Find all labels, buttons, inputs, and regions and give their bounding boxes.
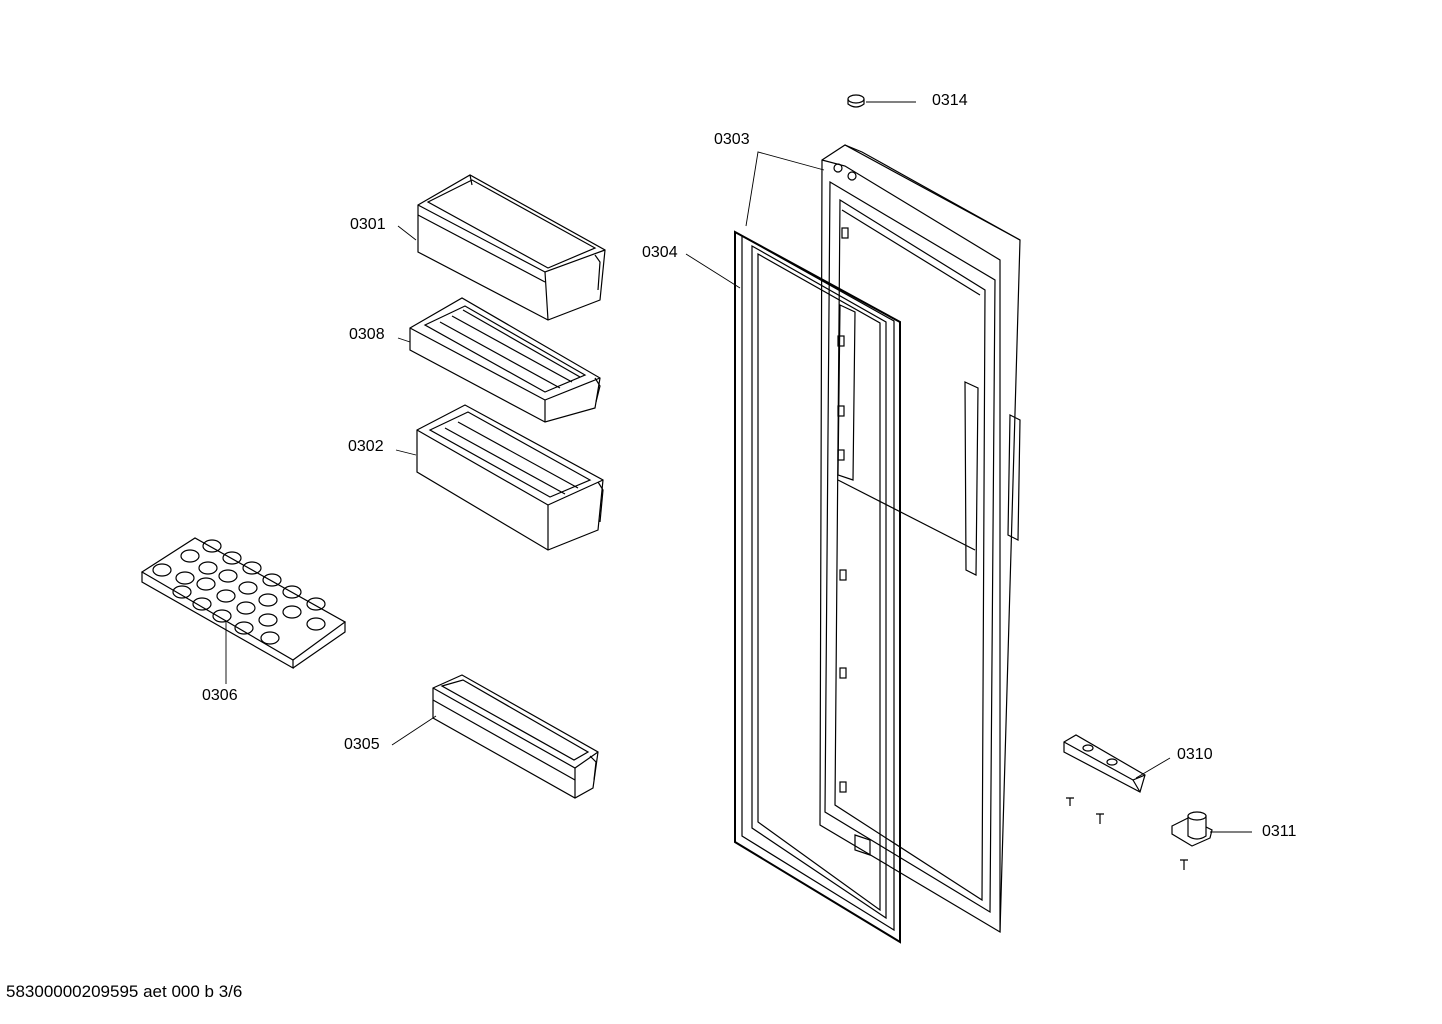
label-0308: 0308 <box>349 326 385 343</box>
leader-0302 <box>395 449 417 456</box>
leader-0301 <box>397 225 417 241</box>
egg-tray-part <box>140 537 347 670</box>
label-0311: 0311 <box>1262 823 1297 840</box>
screw-parts <box>1066 797 1188 870</box>
inner-door-liner-part <box>819 144 1021 934</box>
label-0301: 0301 <box>350 216 386 233</box>
shallow-shelf-part <box>409 297 601 423</box>
label-0305: 0305 <box>344 736 380 753</box>
hinge-bracket-part <box>1063 734 1146 793</box>
door-bin-part <box>417 174 606 321</box>
bottle-shelf-part <box>432 674 599 799</box>
hinge-pin-part <box>1171 811 1213 847</box>
door-gasket-part <box>734 230 901 944</box>
document-footer: 58300000209595 aet 000 b 3/6 <box>6 982 243 1001</box>
label-0302: 0302 <box>348 438 384 455</box>
leader-0303 <box>745 151 825 227</box>
leader-0310 <box>1135 757 1171 779</box>
label-0310: 0310 <box>1177 746 1213 763</box>
deep-shelf-part <box>416 404 604 551</box>
leader-0305 <box>391 715 437 746</box>
leader-0308 <box>397 337 411 343</box>
label-0306: 0306 <box>202 687 238 704</box>
label-0304: 0304 <box>642 244 678 261</box>
label-0303: 0303 <box>714 131 750 148</box>
label-0314: 0314 <box>932 92 968 109</box>
cap-part <box>847 94 865 108</box>
leader-0304 <box>685 253 741 289</box>
